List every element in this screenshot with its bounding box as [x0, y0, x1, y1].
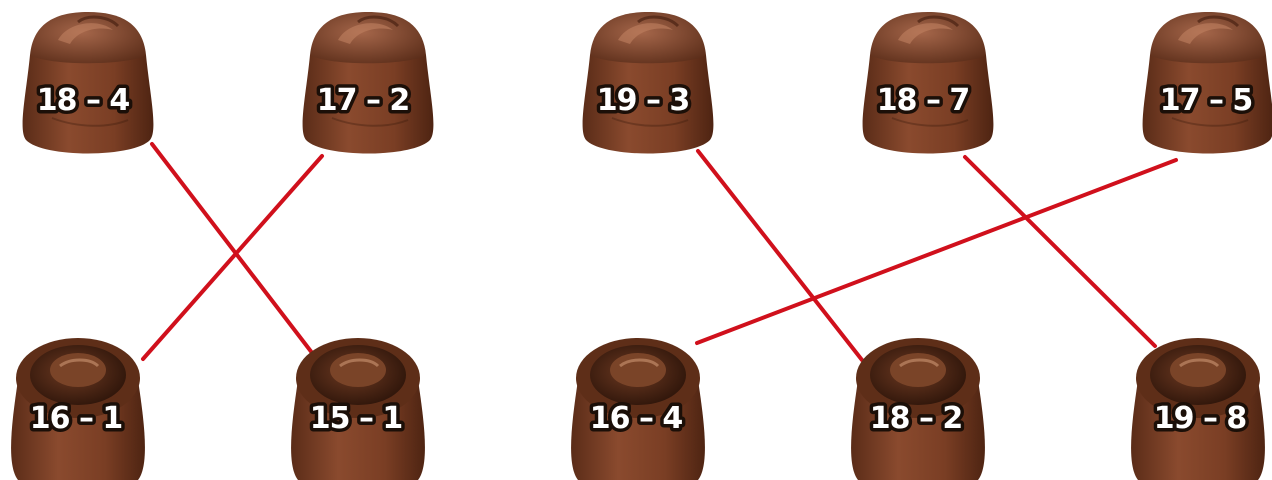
chocolate-bottom-1[interactable]: 16 – 1	[11, 338, 145, 480]
bottom-candy-5-label: 19 – 8	[1154, 401, 1247, 436]
bottom-candy-3-label: 16 – 4	[590, 401, 683, 436]
truffle-top-1[interactable]: 18 – 4	[23, 12, 154, 154]
top-candy-4-label: 18 – 7	[877, 83, 970, 118]
truffle-top-5[interactable]: 17 – 5	[1143, 12, 1272, 154]
top-candy-1-label: 18 – 4	[37, 83, 130, 118]
connection-line-5	[697, 160, 1176, 343]
connection-lines	[143, 144, 1176, 360]
truffle-top-4[interactable]: 18 – 7	[863, 12, 994, 154]
chocolate-bottom-2[interactable]: 15 – 1	[291, 338, 425, 480]
truffle-top-2[interactable]: 17 – 2	[303, 12, 434, 154]
bottom-candy-4-label: 18 – 2	[870, 401, 963, 436]
bottom-candy-2-label: 15 – 1	[310, 401, 403, 436]
chocolate-bottom-4[interactable]: 18 – 2	[851, 338, 985, 480]
chocolate-bottom-3[interactable]: 16 – 4	[571, 338, 705, 480]
top-candy-2-label: 17 – 2	[317, 83, 410, 118]
connection-line-4	[965, 157, 1155, 346]
top-candy-5-label: 17 – 5	[1160, 83, 1253, 118]
bottom-candy-1-label: 16 – 1	[30, 401, 123, 436]
chocolate-bottom-5[interactable]: 19 – 8	[1131, 338, 1265, 480]
connection-line-3	[698, 151, 862, 360]
truffle-top-3[interactable]: 19 – 3	[583, 12, 714, 154]
connection-line-1	[152, 144, 316, 358]
top-candy-3-label: 19 – 3	[597, 83, 690, 118]
